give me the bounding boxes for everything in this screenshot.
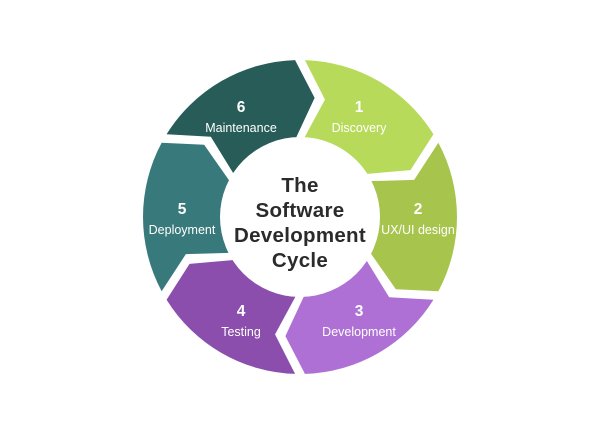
segment-number: 1 [355,99,364,116]
segment-label: Maintenance [205,121,277,135]
segment-arrow-shape [166,260,296,374]
segment-label: Discovery [332,121,388,135]
segment-label: UX/UI design [381,223,455,237]
segment-number: 2 [414,201,423,218]
segment-number: 3 [355,303,364,320]
segment-label: Deployment [149,223,216,237]
segment-arrow-shape [166,60,315,174]
segment-label: Development [322,325,396,339]
segment-arrow-shape [143,142,230,292]
segment-number: 5 [178,201,187,218]
segment-number: 6 [237,99,246,116]
segment-2-ux-ui-design: 2UX/UI design [370,142,457,292]
segment-arrow-shape [370,142,457,292]
center-circle [220,137,380,297]
diagram-title-line: Software [256,199,345,222]
diagram-title-line: Cycle [272,249,328,272]
diagram-title-line: The [281,174,318,197]
diagram-title-line: Development [234,224,366,247]
segment-number: 4 [237,303,246,320]
segment-arrow-shape [285,260,434,374]
segment-arrow-shape [304,60,434,174]
segment-label: Testing [221,325,261,339]
